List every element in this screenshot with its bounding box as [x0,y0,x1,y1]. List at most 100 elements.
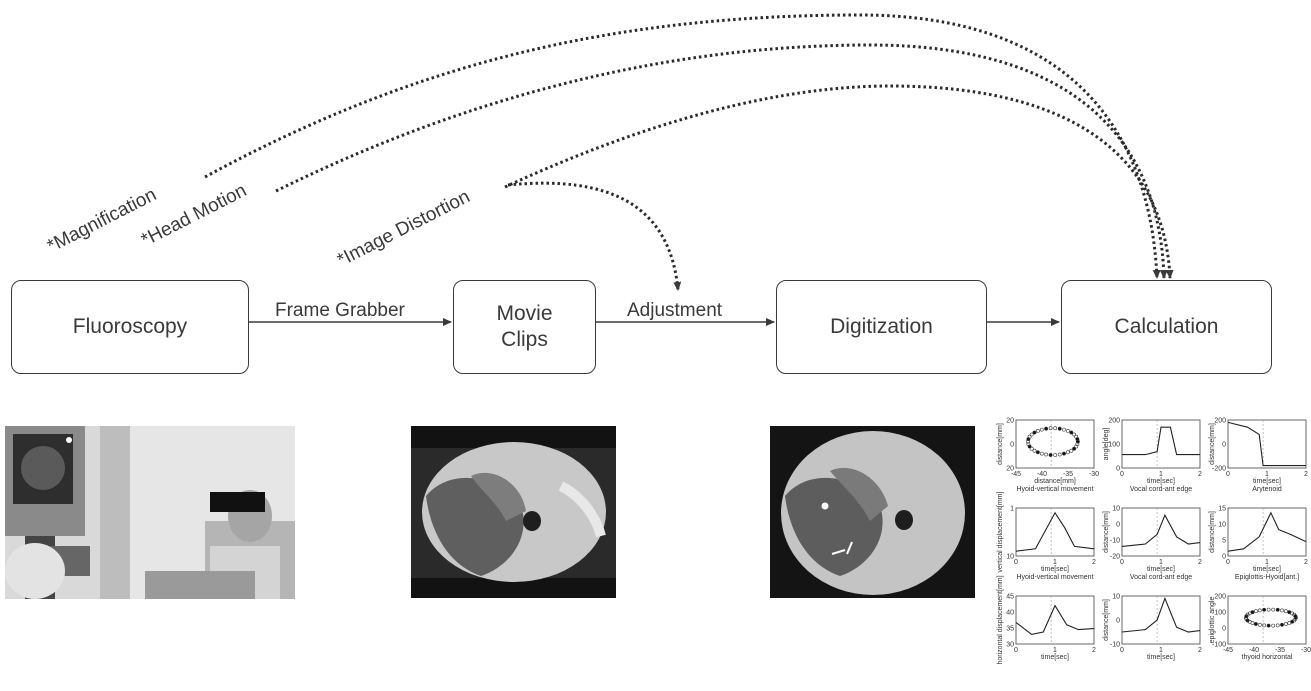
mini-plot-point [1250,610,1255,615]
mini-plot-point [1293,614,1298,619]
mini-plot-ytick: -10 [1110,642,1120,649]
mini-plot-title: Epiglottis-Hyoid[ant.] [1235,574,1299,581]
dotted-curve-image-distortion [504,84,1174,279]
mini-plot-xtick: -30 [1301,647,1311,654]
mini-plot-point [1253,609,1258,614]
mini-plot-frame [1015,507,1095,557]
mini-plot-trace [1227,421,1306,467]
mini-plot-point [1275,623,1280,628]
mini-plot-ytick: 0 [1222,442,1226,449]
mini-plot-point [1074,444,1079,449]
mini-plot-ytick: 20 [1006,418,1014,425]
mini-plot-ytick: 200 [1214,594,1226,601]
mini-plot-ylabel: epiglottic angle [1209,597,1216,644]
mini-plot-point [1262,607,1267,612]
mini-plot-point [1072,432,1077,437]
box-digitization: Digitization [776,280,987,374]
edge-label-frame-grabber: Frame Grabber [275,300,405,321]
mini-plot-xtick: -35 [1275,647,1285,654]
mini-plot-ytick: 30 [1006,642,1014,649]
mini-plot-point [1266,623,1271,628]
mini-plot-point [1257,608,1262,613]
box-movie-clips-line1: Movie [496,301,553,325]
mini-plot-ylabel: distance[mm] [1103,599,1110,641]
mini-plot-ytick: -20 [1110,554,1120,561]
mini-plot-xlabel: time[sec] [1147,654,1175,661]
mini-plot-ylabel: distance[mm] [1209,511,1216,553]
mini-plot-title: Hyoid-vertical movement [1016,486,1093,493]
box-digitization-label: Digitization [830,314,933,338]
mini-plot-xtick: 2 [1304,559,1308,566]
movie-clip-frame-scene [411,426,616,598]
mini-plot-ytick: 35 [1006,626,1014,633]
mini-plot-xlabel: time[sec] [1253,566,1281,573]
mini-plot-ylabel: vertical displacement[mm] [997,491,1004,572]
mini-plot-point [1035,450,1040,455]
mini-plot-xtick: 1 [1053,559,1057,566]
mini-plot-ytick: 1 [1010,506,1014,513]
mini-plot-xtick: 0 [1226,559,1230,566]
mini-plot-xtick: 2 [1198,647,1202,654]
mini-plot-point [1053,426,1058,431]
mini-plot-point [1032,430,1037,435]
mini-plot-ytick: 0 [1222,554,1226,561]
mini-plot-xlabel: time[sec] [1147,478,1175,485]
mini-plot-point [1066,428,1070,433]
mini-plot-point [1039,451,1044,456]
mini-plot-ytick: 200 [1214,418,1226,425]
mini-plot-ytick: -100 [1212,642,1226,649]
mini-plot-frame [1227,595,1307,645]
mini-plot-point [1287,621,1292,625]
mini-plot-ytick: 10 [1112,506,1120,513]
mini-plot-ylabel: horizontal displacement[mm] [997,575,1004,664]
mini-plot-ytick: -10 [1110,538,1120,545]
digitized-frame-scene [770,426,975,598]
mini-plot-point [1048,426,1053,431]
mini-plot-xtick: -35 [1063,471,1073,478]
mini-plot-point [1284,609,1288,614]
mini-plot-frame [1227,419,1307,469]
mini-plot-point [1039,427,1044,432]
mini-plot-title: Vocal cord-ant edge [1130,486,1192,493]
mini-plot-point [1057,452,1062,457]
mini-plot-xlabel: time[sec] [1253,478,1281,485]
dotted-curve-head-motion [275,43,1168,279]
mini-plot-point [1271,607,1276,612]
mini-plot-xtick: 1 [1265,471,1269,478]
mini-plot-ytick: 0 [1222,626,1226,633]
mini-plot-ytick: 0 [1116,522,1120,529]
mini-plot-ytick: 15 [1218,506,1226,513]
dotted-curve-magnification [204,13,1161,279]
mini-plot-xtick: 2 [1304,471,1308,478]
mini-plot-point [1029,432,1034,437]
mini-plot-point [1057,426,1062,431]
mini-plot-frame [1227,507,1307,557]
fluoroscopy-room-photo [5,426,295,599]
mini-plot-ytick: -200 [1212,466,1226,473]
mini-plot-ytick: 0 [1116,466,1120,473]
mini-plot-trace [1122,426,1200,456]
mini-plot-ylabel: distance[mm] [1209,423,1216,465]
mini-plot-ylabel: angle[deg] [1103,428,1110,461]
mini-plot-xtick: 1 [1159,559,1163,566]
mini-plot-xtick: -30 [1089,471,1099,478]
mini-plot-trace [1121,513,1201,547]
box-fluoroscopy-label: Fluoroscopy [72,314,188,338]
box-movie-clips-line2: Clips [501,328,548,351]
mini-plot-title: Arytenoid [1252,486,1282,493]
mini-plot-frame [1121,595,1201,645]
room-scene [5,426,295,599]
mini-plot-point [1271,623,1276,628]
mini-plot-trace [1227,511,1307,552]
mini-plot-xtick: -45 [1223,647,1233,654]
mini-plot-xtick: -45 [1011,471,1021,478]
mini-plot-ytick: 100 [1214,610,1226,617]
mini-plot-xtick: 2 [1092,647,1096,654]
mini-plot-point [1275,607,1280,612]
mini-plot-point [1062,451,1066,456]
mini-plot-ytick: 20 [1006,466,1014,473]
